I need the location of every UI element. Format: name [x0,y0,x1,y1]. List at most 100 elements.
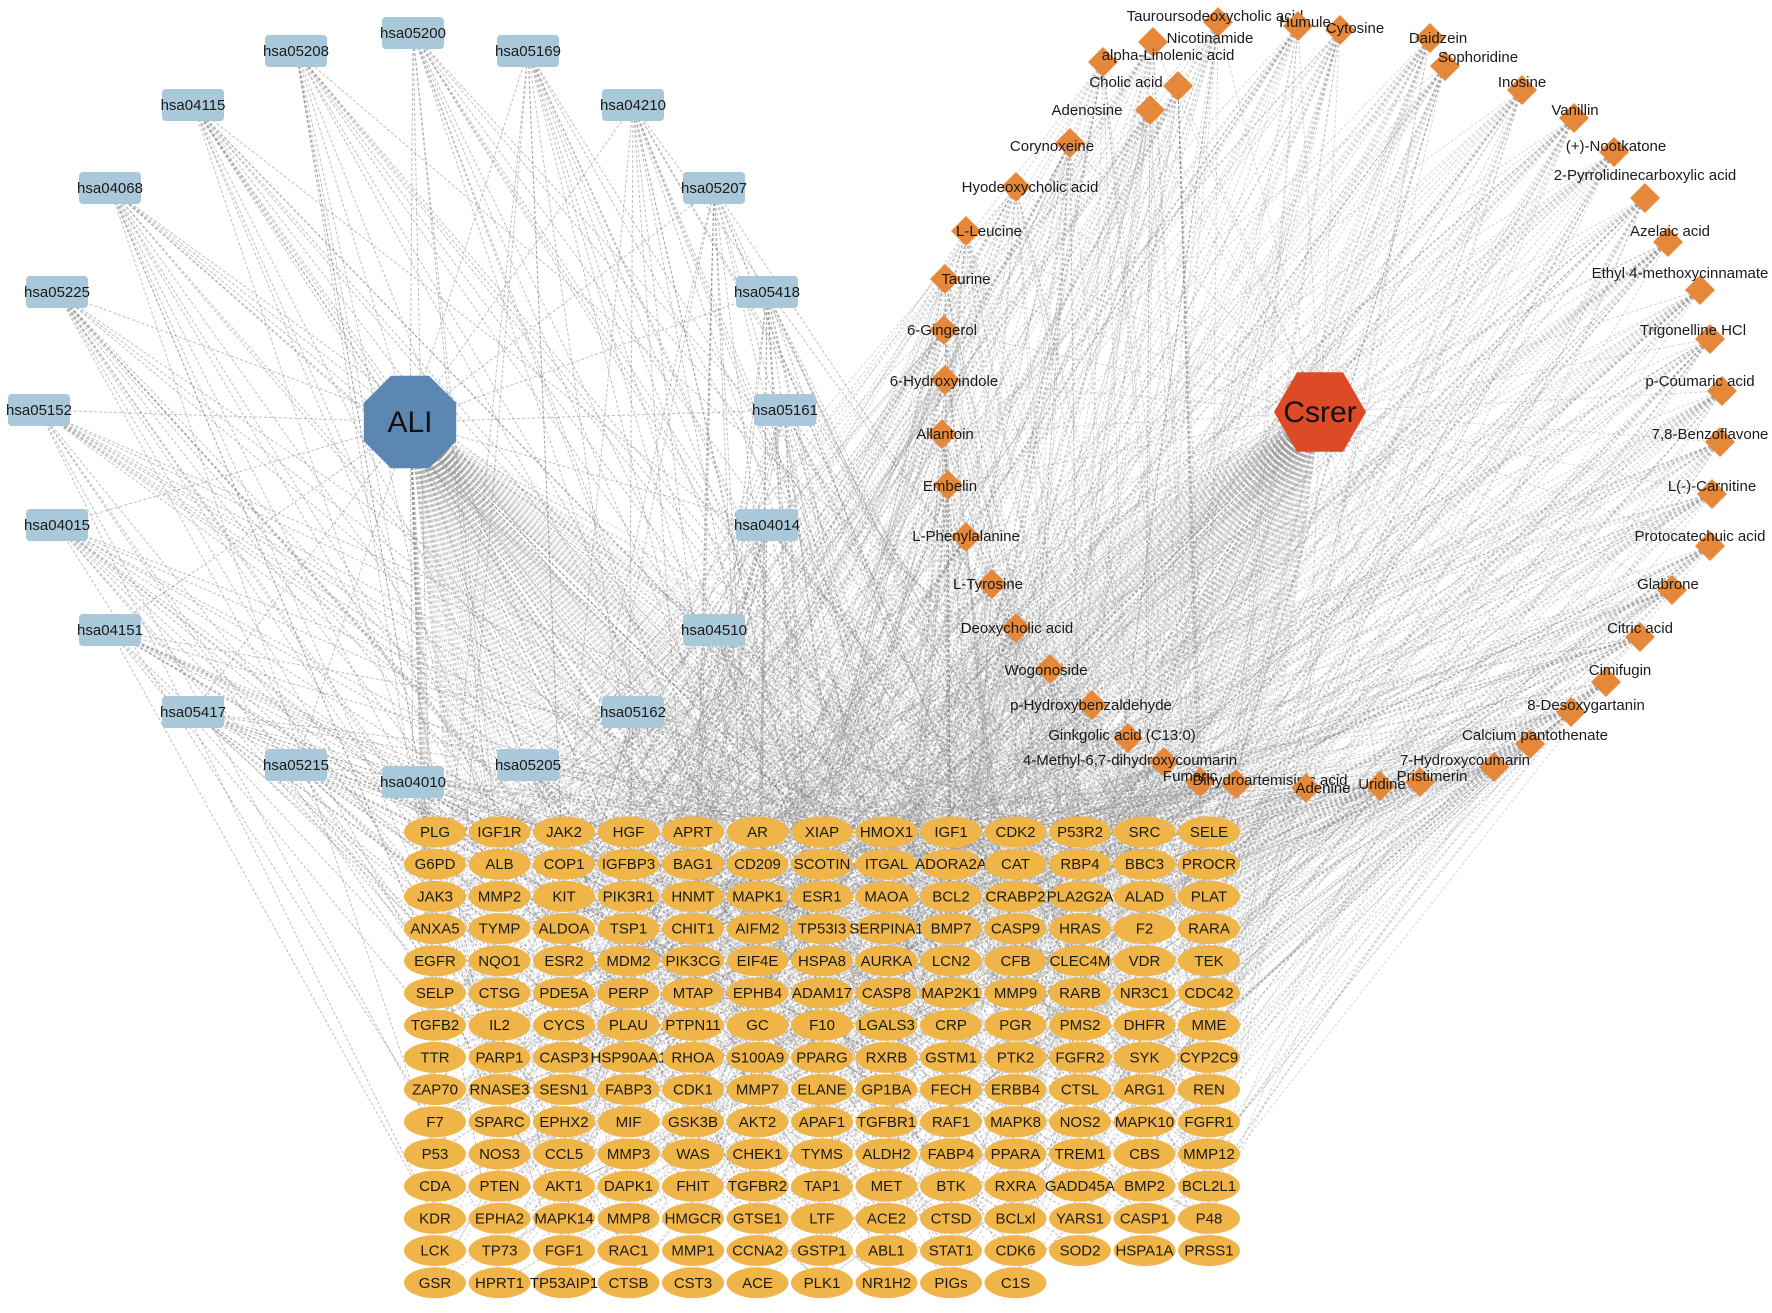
gene-node[interactable]: TYMS [791,1138,853,1170]
gene-node[interactable]: EIF4E [726,945,789,977]
gene-node[interactable]: TP53I3 [791,913,853,945]
gene-node[interactable]: PLAT [1178,880,1240,912]
gene-node[interactable]: CHIT1 [662,913,724,945]
gene-node[interactable]: NQO1 [468,945,531,977]
gene-node[interactable]: GP1BA [855,1074,918,1106]
gene-node[interactable]: TEK [1178,945,1240,977]
gene-node[interactable]: CTSB [597,1267,660,1299]
gene-node[interactable]: PIK3CG [662,945,724,977]
gene-node[interactable]: PROCR [1178,848,1240,880]
gene-node[interactable]: EPHB4 [726,977,789,1009]
gene-node[interactable]: TGFBR1 [855,1106,918,1138]
gene-node[interactable]: WAS [662,1138,724,1170]
gene-node[interactable]: HMOX1 [855,816,918,848]
gene-node[interactable]: F7 [404,1106,466,1138]
gene-node[interactable]: REN [1178,1074,1240,1106]
gene-node[interactable]: STAT1 [920,1235,982,1267]
gene-node[interactable]: MMP8 [597,1202,660,1234]
gene-node[interactable]: G6PD [404,848,466,880]
gene-node[interactable]: EGFR [404,945,466,977]
gene-node[interactable]: CDA [404,1170,466,1202]
gene-node[interactable]: RXRB [855,1041,918,1073]
gene-node[interactable]: S100A9 [726,1041,789,1073]
gene-node[interactable]: NOS3 [468,1138,531,1170]
gene-node[interactable]: BAG1 [662,848,724,880]
gene-node[interactable]: APRT [662,816,724,848]
gene-node[interactable]: P53 [404,1138,466,1170]
gene-node[interactable]: PMS2 [1049,1009,1111,1041]
gene-node[interactable]: CFB [984,945,1047,977]
gene-node[interactable]: ABL1 [855,1235,918,1267]
gene-node[interactable]: MET [855,1170,918,1202]
gene-node[interactable]: P53R2 [1049,816,1111,848]
gene-node[interactable]: C1S [984,1267,1047,1299]
gene-node[interactable]: GSK3B [662,1106,724,1138]
pathway-node[interactable]: hsa05225 [24,276,90,308]
gene-node[interactable]: PERP [597,977,660,1009]
pathway-node[interactable]: hsa05152 [6,394,72,426]
gene-node[interactable]: FGFR1 [1178,1106,1240,1138]
gene-node[interactable]: MMP12 [1178,1138,1240,1170]
hub-node-ali[interactable]: ALI [363,375,457,469]
pathway-node[interactable]: hsa05161 [752,394,818,426]
gene-node[interactable]: DAPK1 [597,1170,660,1202]
pathway-node[interactable]: hsa05169 [495,35,561,67]
gene-node[interactable]: BCLxl [984,1202,1047,1234]
gene-node[interactable]: ALDH2 [855,1138,918,1170]
pathway-node[interactable]: hsa04015 [24,509,90,541]
gene-node[interactable]: RHOA [662,1041,724,1073]
gene-node[interactable]: SYK [1113,1041,1176,1073]
pathway-node[interactable]: hsa05417 [160,696,226,728]
gene-node[interactable]: CDK2 [984,816,1047,848]
gene-node[interactable]: RAC1 [597,1235,660,1267]
gene-node[interactable]: HSPA8 [791,945,853,977]
gene-node[interactable]: CCL5 [533,1138,595,1170]
gene-node[interactable]: AURKA [855,945,918,977]
gene-node[interactable]: HPRT1 [468,1267,531,1299]
gene-node[interactable]: FGF1 [533,1235,595,1267]
gene-node[interactable]: FGFR2 [1049,1041,1111,1073]
gene-node[interactable]: TGFB2 [404,1009,466,1041]
gene-node[interactable]: KDR [404,1202,466,1234]
gene-node[interactable]: MMP7 [726,1074,789,1106]
gene-node[interactable]: CBS [1113,1138,1176,1170]
gene-node[interactable]: CCNA2 [726,1235,789,1267]
gene-node[interactable]: SCOTIN [791,848,853,880]
gene-node[interactable]: MAPK10 [1113,1106,1176,1138]
gene-node[interactable]: RXRA [984,1170,1047,1202]
gene-node[interactable]: APAF1 [791,1106,853,1138]
gene-node[interactable]: CAT [984,848,1047,880]
gene-node[interactable]: LCK [404,1235,466,1267]
pathway-node[interactable]: hsa05208 [263,35,329,67]
gene-node[interactable]: PTK2 [984,1041,1047,1073]
gene-node[interactable]: FABP3 [597,1074,660,1106]
gene-node[interactable]: ITGAL [855,848,918,880]
gene-node[interactable]: IGF1 [920,816,982,848]
gene-node[interactable]: MMP9 [984,977,1047,1009]
pathway-node[interactable]: hsa04210 [600,89,666,121]
gene-node[interactable]: MAPK14 [533,1202,595,1234]
gene-node[interactable]: LGALS3 [855,1009,918,1041]
gene-node[interactable]: ARG1 [1113,1074,1176,1106]
gene-node[interactable]: FHIT [662,1170,724,1202]
gene-node[interactable]: ALAD [1113,880,1176,912]
gene-node[interactable]: AKT2 [726,1106,789,1138]
gene-node[interactable]: GSR [404,1267,466,1299]
pathway-node[interactable]: hsa04068 [77,172,143,204]
gene-node[interactable]: KIT [533,880,595,912]
gene-node[interactable]: COP1 [533,848,595,880]
gene-node[interactable]: GSTM1 [920,1041,982,1073]
gene-node[interactable]: ESR2 [533,945,595,977]
gene-node[interactable]: PRSS1 [1178,1235,1240,1267]
gene-node[interactable]: SELE [1178,816,1240,848]
gene-node[interactable]: LCN2 [920,945,982,977]
gene-node[interactable]: IGFBP3 [597,848,660,880]
gene-node[interactable]: BCL2L1 [1178,1170,1240,1202]
gene-node[interactable]: MAPK1 [726,880,789,912]
gene-node[interactable]: HRAS [1049,913,1111,945]
pathway-node[interactable]: hsa05200 [380,17,446,49]
gene-node[interactable]: ESR1 [791,880,853,912]
pathway-node[interactable]: hsa05215 [263,749,329,781]
gene-node[interactable]: BTK [920,1170,982,1202]
pathway-node[interactable]: hsa04151 [77,614,143,646]
